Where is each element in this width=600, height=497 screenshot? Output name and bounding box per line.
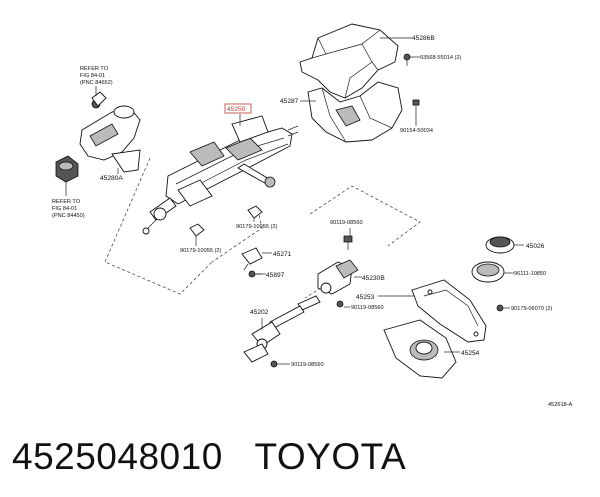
part-number: 4525048010 bbox=[12, 436, 223, 477]
callout-90154-50034: 90154-50034 bbox=[400, 128, 433, 134]
nut-90179-upper-part bbox=[247, 205, 263, 219]
callout-90179-10055-upper: 90179-10055 (2) bbox=[236, 224, 278, 230]
assembly-boundary-mid bbox=[211, 209, 263, 263]
intermediate-shaft-joint-part bbox=[317, 235, 359, 308]
callout-45280A: 45280A bbox=[100, 175, 123, 182]
lower-shaft-part bbox=[243, 295, 321, 368]
switch-84450-part bbox=[55, 155, 79, 183]
callout-45202: 45202 bbox=[250, 309, 269, 316]
ref-note-1-line3: (PNC 84652) bbox=[80, 80, 113, 86]
assembly-boundary-joint bbox=[304, 281, 331, 299]
screw-90154-part bbox=[412, 99, 420, 114]
callout-45026: 45026 bbox=[526, 243, 545, 250]
boot-plate-45253-part bbox=[411, 279, 487, 343]
callout-45253: 45253 bbox=[356, 294, 375, 301]
ref-note-2-line3: (PNC 84450) bbox=[52, 213, 85, 219]
assembly-boundary-left bbox=[104, 157, 213, 295]
ref-note-1-line1: REFER TO bbox=[80, 66, 109, 72]
callout-90119-08560-a: 90119-08560 bbox=[330, 220, 363, 226]
callout-45250: 45250 bbox=[227, 106, 246, 113]
boot-45254-part bbox=[383, 319, 457, 379]
bolt-90179-right-part bbox=[496, 304, 504, 312]
bracket-45271-part bbox=[241, 247, 263, 271]
callout-45271: 45271 bbox=[273, 251, 292, 258]
steering-column-assembly-part bbox=[142, 115, 299, 235]
callout-90179-10055-lower: 90179-10055 (2) bbox=[180, 248, 222, 254]
part-caption: 4525048010 TOYOTA bbox=[12, 432, 592, 482]
callout-45287: 45287 bbox=[280, 98, 299, 105]
callout-45286B: 45286B bbox=[412, 35, 435, 42]
nut-90179-lower-part bbox=[189, 223, 205, 237]
upper-column-cover-part bbox=[299, 23, 399, 99]
callout-90179-06070: 90179-06070 (2) bbox=[511, 306, 553, 312]
ref-note-2-line2: FIG 84-01 bbox=[52, 206, 77, 212]
assembly-boundary-right bbox=[309, 185, 421, 247]
callout-45230B: 45230B bbox=[362, 275, 385, 282]
lower-column-cover-part bbox=[307, 81, 403, 143]
callout-45254: 45254 bbox=[461, 350, 480, 357]
callout-93568-55014: 93568-55014 (2) bbox=[420, 55, 462, 61]
screw-93568-part bbox=[403, 53, 411, 66]
seal-96111-part bbox=[471, 261, 505, 283]
ref-note-1-line2: FIG 84-01 bbox=[80, 73, 105, 79]
callout-96111-10850: 96111-10850 bbox=[514, 271, 546, 277]
brand-name: TOYOTA bbox=[254, 436, 407, 477]
callout-90119-08560-c: 90119-08560 bbox=[291, 362, 324, 368]
callout-45897: 45897 bbox=[266, 272, 285, 279]
callout-90119-08560-b: 90119-08560 bbox=[351, 305, 384, 311]
key-cylinder-housing-part bbox=[79, 91, 141, 173]
highlight-box-45250 bbox=[224, 103, 252, 114]
ref-note-2-line1: REFER TO bbox=[52, 199, 81, 205]
figure-code: 452618-A bbox=[548, 402, 573, 408]
bearing-45026-part bbox=[485, 236, 515, 254]
parts-diagram: 45286B 93568-55014 (2) 45287 90154-50034… bbox=[52, 23, 573, 408]
